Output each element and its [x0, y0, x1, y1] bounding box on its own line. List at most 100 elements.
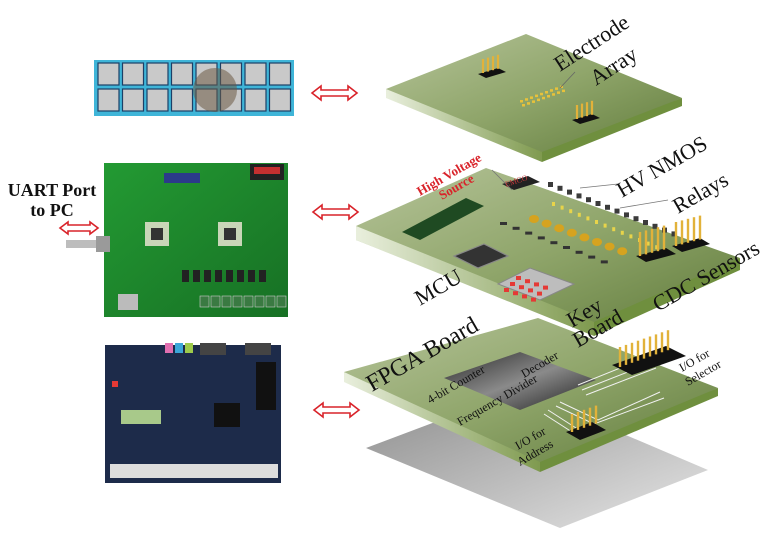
pcb-relay [193, 270, 200, 282]
electrode-pad [525, 98, 528, 101]
hv-nmos-transistor [576, 193, 582, 199]
electrode-pad [530, 96, 533, 99]
electrode-pad [552, 93, 555, 96]
electrode-cell [97, 88, 120, 112]
electrode-cell [244, 62, 267, 86]
pcb-layer [356, 168, 740, 336]
electrode-pad [520, 100, 523, 103]
relay [529, 215, 539, 223]
uart-cable [66, 240, 106, 248]
fpga-lcd [121, 410, 161, 424]
key [537, 291, 542, 296]
hv-nmos-transistor [567, 189, 572, 195]
top-header-2 [572, 114, 600, 124]
relay [566, 228, 577, 237]
relay [554, 224, 565, 233]
electrode-pad [557, 91, 560, 94]
cdc-sensor [563, 246, 570, 249]
key [525, 279, 530, 284]
electrode-cell [146, 62, 169, 86]
electrode-pad [555, 87, 558, 90]
key [543, 285, 548, 290]
electrode-cell [268, 88, 292, 112]
cdc-sensor [512, 226, 520, 230]
pcb-relay [237, 270, 244, 282]
led [629, 234, 633, 239]
led [586, 216, 590, 221]
hv-nmos-transistor [557, 185, 563, 191]
hv-source-module [502, 176, 540, 190]
fpga-board-photo [105, 343, 281, 483]
uart-arrow [58, 220, 100, 236]
led [560, 205, 564, 210]
io-selector-header [612, 346, 686, 375]
pcb-button [232, 295, 243, 308]
key [522, 294, 527, 299]
droplet [193, 68, 237, 112]
pin-grid [118, 294, 138, 310]
switch-row [110, 464, 278, 478]
mcu-chip [452, 243, 510, 269]
electrode-layer [386, 34, 682, 162]
pcb-button [243, 295, 254, 308]
pcb-button [199, 295, 210, 308]
cdc-sensor [575, 250, 583, 254]
electrode-cell [121, 88, 145, 112]
label-relays: Relays [668, 167, 732, 219]
pcb-relay [259, 270, 266, 282]
led [569, 209, 573, 214]
cdc-sensor [537, 236, 545, 240]
electrode-cell [244, 88, 267, 112]
electrode-pad [537, 98, 540, 102]
pcb-button [265, 295, 276, 308]
relay [592, 238, 602, 246]
led [603, 223, 607, 228]
key [519, 285, 524, 290]
uart-label-line2: to PC [30, 200, 74, 220]
electrode-cell [146, 88, 169, 112]
electrode-pad [545, 91, 548, 94]
electrode-array-photo [94, 60, 294, 116]
electrode-pad [527, 102, 530, 105]
uart-port-label: UART Port to PC [4, 180, 100, 220]
key [534, 282, 539, 287]
cdc-sensor [600, 260, 608, 264]
key [516, 276, 521, 280]
pcb-relay [248, 270, 255, 282]
io-address-header [566, 422, 606, 440]
electrode-pad [550, 89, 553, 92]
link-arrows [310, 84, 361, 419]
hv-nmos-transistor [586, 197, 591, 203]
hv-nmos-transistor [624, 212, 629, 218]
electrode-pad [522, 104, 525, 107]
relay [541, 219, 552, 228]
lcd-module [402, 198, 484, 240]
pcb-button [254, 295, 265, 308]
key [531, 297, 536, 302]
top-header-1 [478, 68, 506, 78]
electrode-cell [97, 62, 120, 86]
electrode-pad [540, 92, 543, 96]
arrow-electrode [310, 84, 359, 102]
cdc-sensor [550, 241, 558, 245]
cdc-sensor [525, 231, 533, 235]
led [655, 245, 659, 250]
pcb-relay [226, 270, 233, 282]
hv-nmos-transistor [614, 208, 620, 214]
electrode-cell [121, 62, 145, 86]
pcb-button [221, 295, 232, 308]
relay [579, 233, 590, 242]
key [504, 288, 509, 292]
uart-label-line1: UART Port [7, 180, 97, 200]
lcd-display [164, 173, 200, 183]
led [595, 220, 598, 224]
pcb-relay [204, 270, 211, 282]
electrode-pad [562, 89, 565, 93]
key [513, 291, 518, 296]
relay [617, 247, 628, 256]
hv-nmos-transistor [633, 216, 639, 222]
fpga-layer [344, 318, 718, 472]
electrode-pad [547, 95, 550, 98]
hv-nmos-transistor [652, 223, 658, 229]
key [510, 282, 515, 286]
